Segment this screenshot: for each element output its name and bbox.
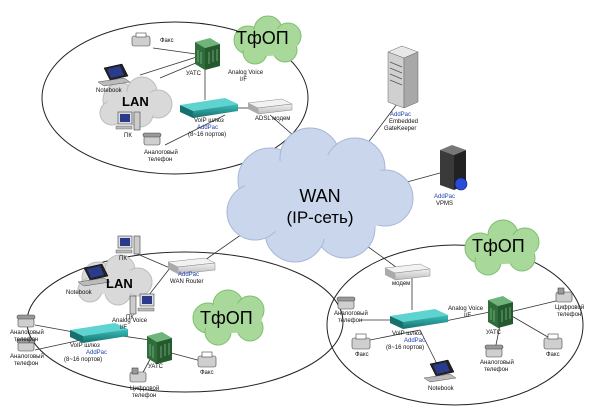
site1-if-label: I/F xyxy=(240,77,247,83)
vpms-name-label: VPMS xyxy=(436,201,454,207)
site2-lan-label: LAN xyxy=(106,276,133,291)
site3-analog-b-label-1: Аналоговый xyxy=(480,360,514,366)
site3-analog-voice-label: Analog Voice xyxy=(448,306,484,312)
site3-ports-label: (8~16 портов) xyxy=(386,345,425,351)
modem-3 xyxy=(384,263,431,281)
wan-router xyxy=(167,257,216,275)
site1-boundary xyxy=(41,21,309,175)
site2-router-label: WAN Router xyxy=(170,279,204,285)
wan-title: WAN xyxy=(299,186,341,206)
voip-gateway-3 xyxy=(390,309,448,329)
analog-phone-icon-3a xyxy=(336,296,356,310)
site3-fax1-label: Факс xyxy=(355,352,369,358)
fax-icon-3a xyxy=(351,333,371,350)
voip-gateway-1 xyxy=(180,98,238,118)
site2-ports-label: (8~16 портов) xyxy=(64,357,103,363)
pstn-cloud-2 xyxy=(192,289,265,346)
digital-phone-icon-2 xyxy=(129,367,147,383)
site1-adsl-label: ADSL модем xyxy=(255,116,291,122)
site2-analog-b-label-2: телефон xyxy=(14,361,39,367)
site1-yatc-label: УАТС xyxy=(186,71,201,77)
voip-gateway-2 xyxy=(70,323,128,343)
site1-voip-label: VoIP шлюз xyxy=(194,118,224,124)
yatc-switch-2 xyxy=(147,332,172,364)
gatekeeper-addpac-label: AddPac xyxy=(390,112,412,118)
site2-router-addpac-label: AddPac xyxy=(178,272,200,278)
site1-ports-label: (8~16 портов) xyxy=(188,132,227,138)
site3-analog-b-label-2: телефон xyxy=(484,367,509,373)
wan-subtitle: (IP-сеть) xyxy=(286,208,354,227)
wan-cloud xyxy=(226,127,414,263)
pc-icon-3 xyxy=(129,293,155,315)
site1-lan-label: LAN xyxy=(122,94,149,109)
fax-icon-2 xyxy=(197,351,217,368)
site3-boundary xyxy=(326,244,584,406)
site2-yatc-label: УАТС xyxy=(148,364,163,370)
analog-phone-icon-3b xyxy=(484,344,504,358)
lan-cloud-1 xyxy=(99,76,173,128)
pc-icon-1 xyxy=(115,111,141,131)
digital-phone-icon-3 xyxy=(555,287,573,303)
site1-fax-label: Факс xyxy=(160,38,174,44)
site1-pstn-label: ТфОП xyxy=(236,28,289,48)
analog-phone-icon-2b xyxy=(16,338,36,352)
pstn-cloud-3 xyxy=(464,219,540,276)
site2-voip-addpac-label: AddPac xyxy=(86,350,108,356)
vpms-server xyxy=(440,145,468,191)
fax-icon-1 xyxy=(131,32,151,47)
site2-analog-b-label-1: Аналоговый xyxy=(10,354,44,360)
yatc-switch-3 xyxy=(488,296,513,328)
site3-pstn-label: ТфОП xyxy=(472,236,525,256)
gatekeeper-line1-label: Embedded xyxy=(389,119,419,125)
site1-addpac-label: AddPac xyxy=(197,125,219,131)
site3-analog-a-label-2: телефон xyxy=(338,318,363,324)
site2-if-label: I/F xyxy=(120,325,127,331)
site1-analog-phone-label-1: Аналоговый xyxy=(144,150,178,156)
site2-notebook-label: Notebook xyxy=(66,290,92,296)
site3-digital-label-1: Цифровой xyxy=(555,305,585,311)
gatekeeper-line2-label: GateKeeper xyxy=(384,126,417,132)
notebook-icon-2 xyxy=(77,263,111,287)
pstn-cloud-1 xyxy=(233,15,302,65)
site3-if-label: I/F xyxy=(464,313,471,319)
analog-phone-icon-2a xyxy=(16,314,36,328)
site3-addpac-label: AddPac xyxy=(404,338,426,344)
yatc-switch-1 xyxy=(195,38,220,70)
site1-analog-voice-label: Analog Voice xyxy=(228,70,264,76)
site3-fax2-label: Факс xyxy=(546,352,560,358)
site3-digital-label-2: телефон xyxy=(557,312,582,318)
analog-phone-icon-1 xyxy=(142,132,162,146)
gatekeeper-server xyxy=(387,45,419,109)
site2-digital-label-1: Цифровой xyxy=(130,386,160,392)
pc-icon-2 xyxy=(115,235,141,255)
notebook-icon-3 xyxy=(423,359,457,383)
site2-digital-label-2: телефон xyxy=(132,393,157,399)
site2-pstn-label: ТфОП xyxy=(200,308,253,328)
site1-analog-phone-label-2: телефон xyxy=(148,157,173,163)
site3-modem-label: модем xyxy=(392,281,411,287)
vpms-addpac-label: AddPac xyxy=(434,194,456,200)
connection-lines xyxy=(34,47,561,379)
site2-analog-voice-label: Analog Voice xyxy=(112,318,148,324)
site3-yatc-label: УАТС xyxy=(486,330,501,336)
site2-pc2-label: ПК xyxy=(126,315,134,321)
adsl-modem xyxy=(247,98,293,115)
fax-icon-3b xyxy=(543,333,563,350)
site3-notebook-label: Notebook xyxy=(428,386,454,392)
site2-fax-label: Факс xyxy=(200,370,214,376)
site2-voip-label: VoIP шлюз xyxy=(70,343,100,349)
site3-analog-a-label-1: Аналоговый xyxy=(334,311,368,317)
site2-analog-a-label-2: телефон xyxy=(14,337,39,343)
notebook-icon-1 xyxy=(97,63,131,87)
site2-analog-a-label-1: Аналоговый xyxy=(10,330,44,336)
site3-voip-label: VoIP шлюз xyxy=(392,331,422,337)
site1-pc-label: ПК xyxy=(124,133,132,139)
site1-notebook-label: Notebook xyxy=(96,88,122,94)
site2-pc-label: ПК xyxy=(119,256,127,262)
